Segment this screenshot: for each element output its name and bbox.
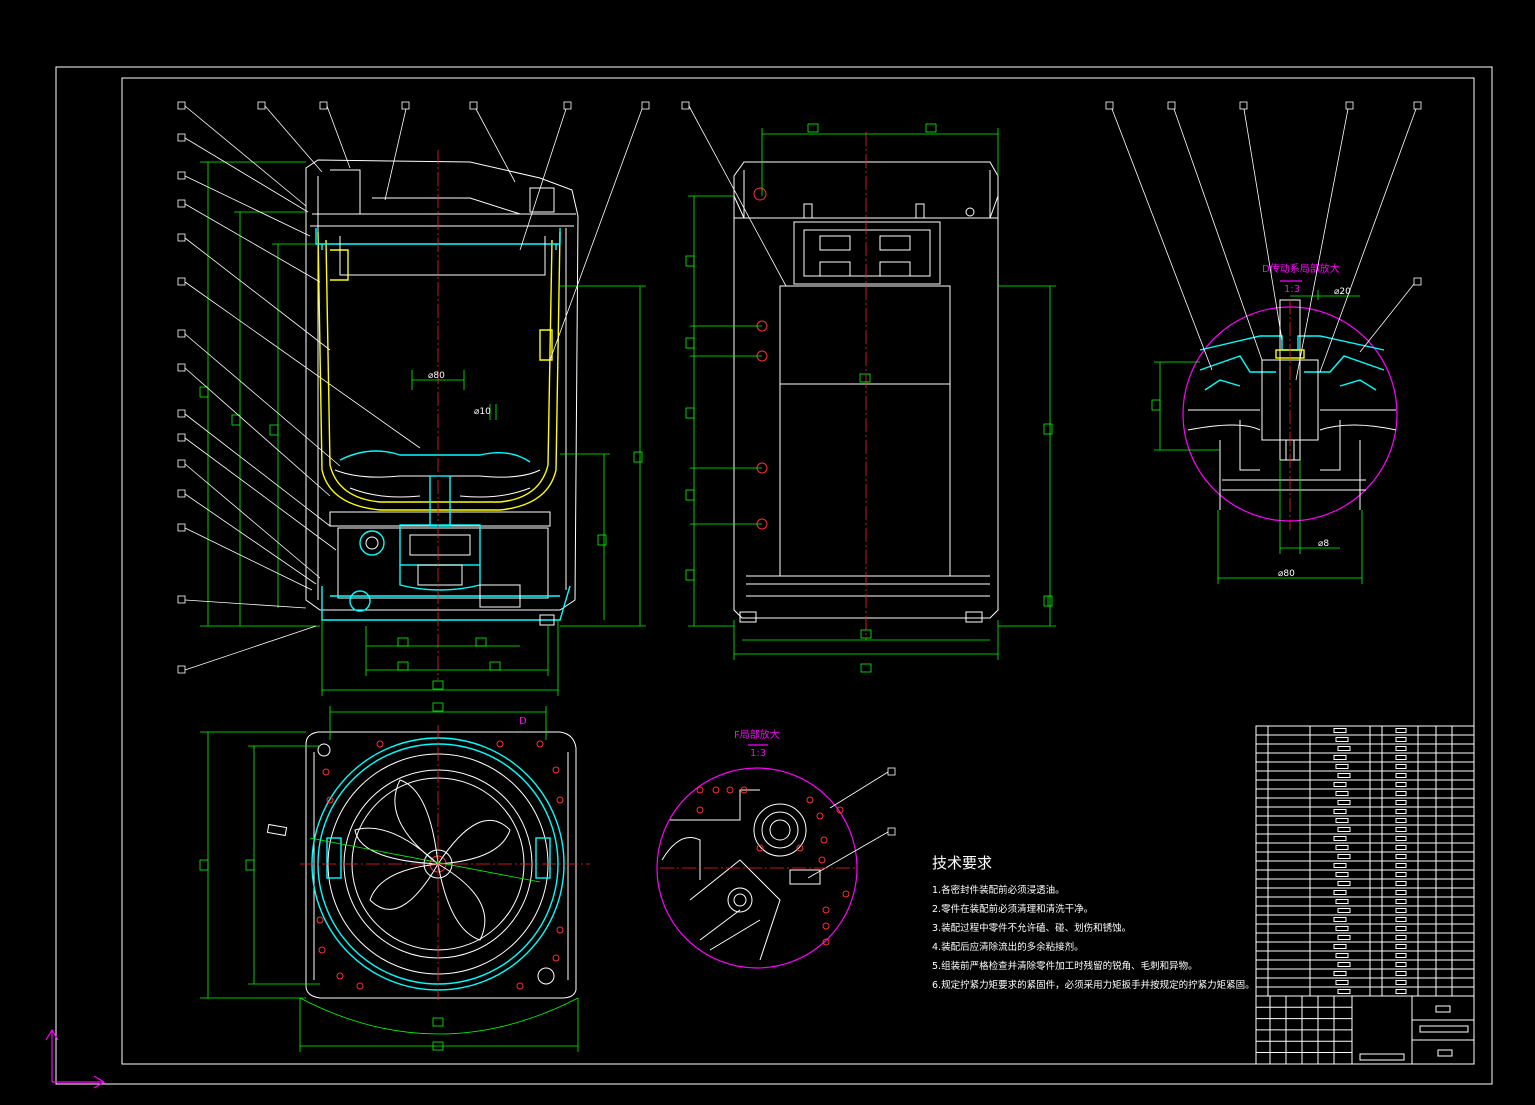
- bom-cell-mark: [1333, 755, 1347, 760]
- bom-cell-mark: [1395, 845, 1407, 850]
- bom-cell-mark: [1395, 908, 1407, 913]
- dim-d8-detail: ⌀8: [1318, 539, 1329, 549]
- bom-cell-mark: [1335, 737, 1349, 742]
- detail-f-scale: 1:3: [750, 748, 766, 759]
- bom-cell-mark: [1337, 773, 1351, 778]
- bom-cell-mark: [1337, 854, 1351, 859]
- bom-cell-mark: [1395, 755, 1407, 760]
- bom-cell-mark: [1395, 872, 1407, 877]
- bom-cell-mark: [1395, 818, 1407, 823]
- bom-cell-mark: [1395, 944, 1407, 949]
- top-view: D: [199, 702, 590, 1052]
- bom-cell-mark: [1395, 962, 1407, 967]
- bom-cell-mark: [1335, 926, 1349, 931]
- bom-cell-mark: [1395, 881, 1407, 886]
- detail-d-title: D传动系局部放大: [1262, 262, 1340, 275]
- tech-req-title: 技术要求: [932, 854, 992, 872]
- bom-cell-mark: [1333, 728, 1347, 733]
- detail-d-view: D传动系局部放大 1:3 ⌀20 ⌀8 ⌀80: [1105, 101, 1422, 584]
- bom-cell-mark: [1395, 890, 1407, 895]
- bom-cell-mark: [1337, 962, 1351, 967]
- dim-d20-detail: ⌀20: [1334, 287, 1351, 297]
- ucs-axis-icon: [45, 1028, 106, 1089]
- top-view-holes: [316, 740, 564, 990]
- bom-cell-mark: [1337, 800, 1351, 805]
- bom-cell-mark: [1395, 827, 1407, 832]
- bom-cell-mark: [1395, 971, 1407, 976]
- bom-cell-mark: [1333, 863, 1347, 868]
- bom-cell-mark: [1337, 908, 1351, 913]
- bom-cell-mark: [1395, 746, 1407, 751]
- bom-cell-mark: [1395, 773, 1407, 778]
- side-view: [681, 101, 1056, 673]
- bom-cell-mark: [1395, 737, 1407, 742]
- bom-cell-mark: [1335, 818, 1349, 823]
- dim-d80-front: ⌀80: [428, 371, 445, 381]
- detail-f-view: F局部放大 1:3: [656, 728, 896, 969]
- detail-f-title: F局部放大: [734, 728, 780, 741]
- bom-cell-mark: [1395, 854, 1407, 859]
- bom-cell-mark: [1335, 845, 1349, 850]
- bom-cell-mark: [1335, 872, 1349, 877]
- tech-req-item: 2.零件在装配前必须清理和清洗干净。: [932, 903, 1093, 915]
- bom-cell-mark: [1333, 890, 1347, 895]
- bom-cell-mark: [1335, 980, 1349, 985]
- bom-cell-mark: [1395, 764, 1407, 769]
- bom-cell-mark: [1395, 989, 1407, 994]
- bom-cell-mark: [1395, 980, 1407, 985]
- bom-cell-mark: [1395, 917, 1407, 922]
- tech-req-item: 4.装配后应清除流出的多余粘接剂。: [932, 941, 1084, 953]
- bom-cell-mark: [1395, 935, 1407, 940]
- detail-f-holes: [696, 786, 850, 946]
- tech-req-item: 1.各密封件装配前必须浸透油。: [932, 884, 1065, 896]
- section-marker-d: D: [519, 716, 527, 727]
- bom-cell-mark: [1335, 764, 1349, 769]
- tech-req-item: 3.装配过程中零件不允许磕、碰、划伤和锈蚀。: [932, 922, 1131, 934]
- front-view-leaders: [177, 101, 650, 674]
- bom-cell-mark: [1333, 944, 1347, 949]
- bom-cell-mark: [1395, 926, 1407, 931]
- dim-d10-front: ⌀10: [474, 407, 491, 417]
- bom-cell-mark: [1335, 791, 1349, 796]
- front-section-view: ⌀80 ⌀10: [199, 150, 646, 696]
- bom-cell-mark: [1337, 881, 1351, 886]
- bom-cell-mark: [1395, 836, 1407, 841]
- bom-cell-mark: [1395, 899, 1407, 904]
- bom-cell-mark: [1395, 809, 1407, 814]
- bom-cell-mark: [1333, 917, 1347, 922]
- bom-cell-mark: [1337, 935, 1351, 940]
- bom-cell-mark: [1335, 953, 1349, 958]
- bom-cell-mark: [1337, 827, 1351, 832]
- bom-cell-mark: [1335, 899, 1349, 904]
- tech-requirements: 技术要求 1.各密封件装配前必须浸透油。 2.零件在装配前必须清理和清洗干净。 …: [932, 854, 1255, 991]
- inner-frame: [121, 77, 1475, 1065]
- tech-req-item: 6.规定拧紧力矩要求的紧固件，必须采用力矩扳手并按规定的拧紧力矩紧固。: [932, 979, 1255, 991]
- dim-d80-detail: ⌀80: [1278, 569, 1295, 579]
- bom-cell-mark: [1333, 809, 1347, 814]
- outer-frame: [55, 66, 1493, 1085]
- bom-cell-mark: [1337, 746, 1351, 751]
- title-block: [1255, 725, 1475, 1065]
- bom-cell-mark: [1395, 728, 1407, 733]
- tech-req-item: 5.组装前严格检查并清除零件加工时残留的锐角、毛刺和异物。: [932, 960, 1198, 972]
- bom-cell-mark: [1333, 971, 1347, 976]
- bom-cell-mark: [1395, 782, 1407, 787]
- detail-d-scale: 1:3: [1284, 284, 1300, 295]
- bom-cell-mark: [1337, 989, 1351, 994]
- bom-cell-mark: [1333, 782, 1347, 787]
- bom-cell-mark: [1395, 791, 1407, 796]
- bom-cell-mark: [1395, 863, 1407, 868]
- bom-cell-mark: [1395, 800, 1407, 805]
- bom-cell-mark: [1395, 953, 1407, 958]
- bom-cell-mark: [1333, 836, 1347, 841]
